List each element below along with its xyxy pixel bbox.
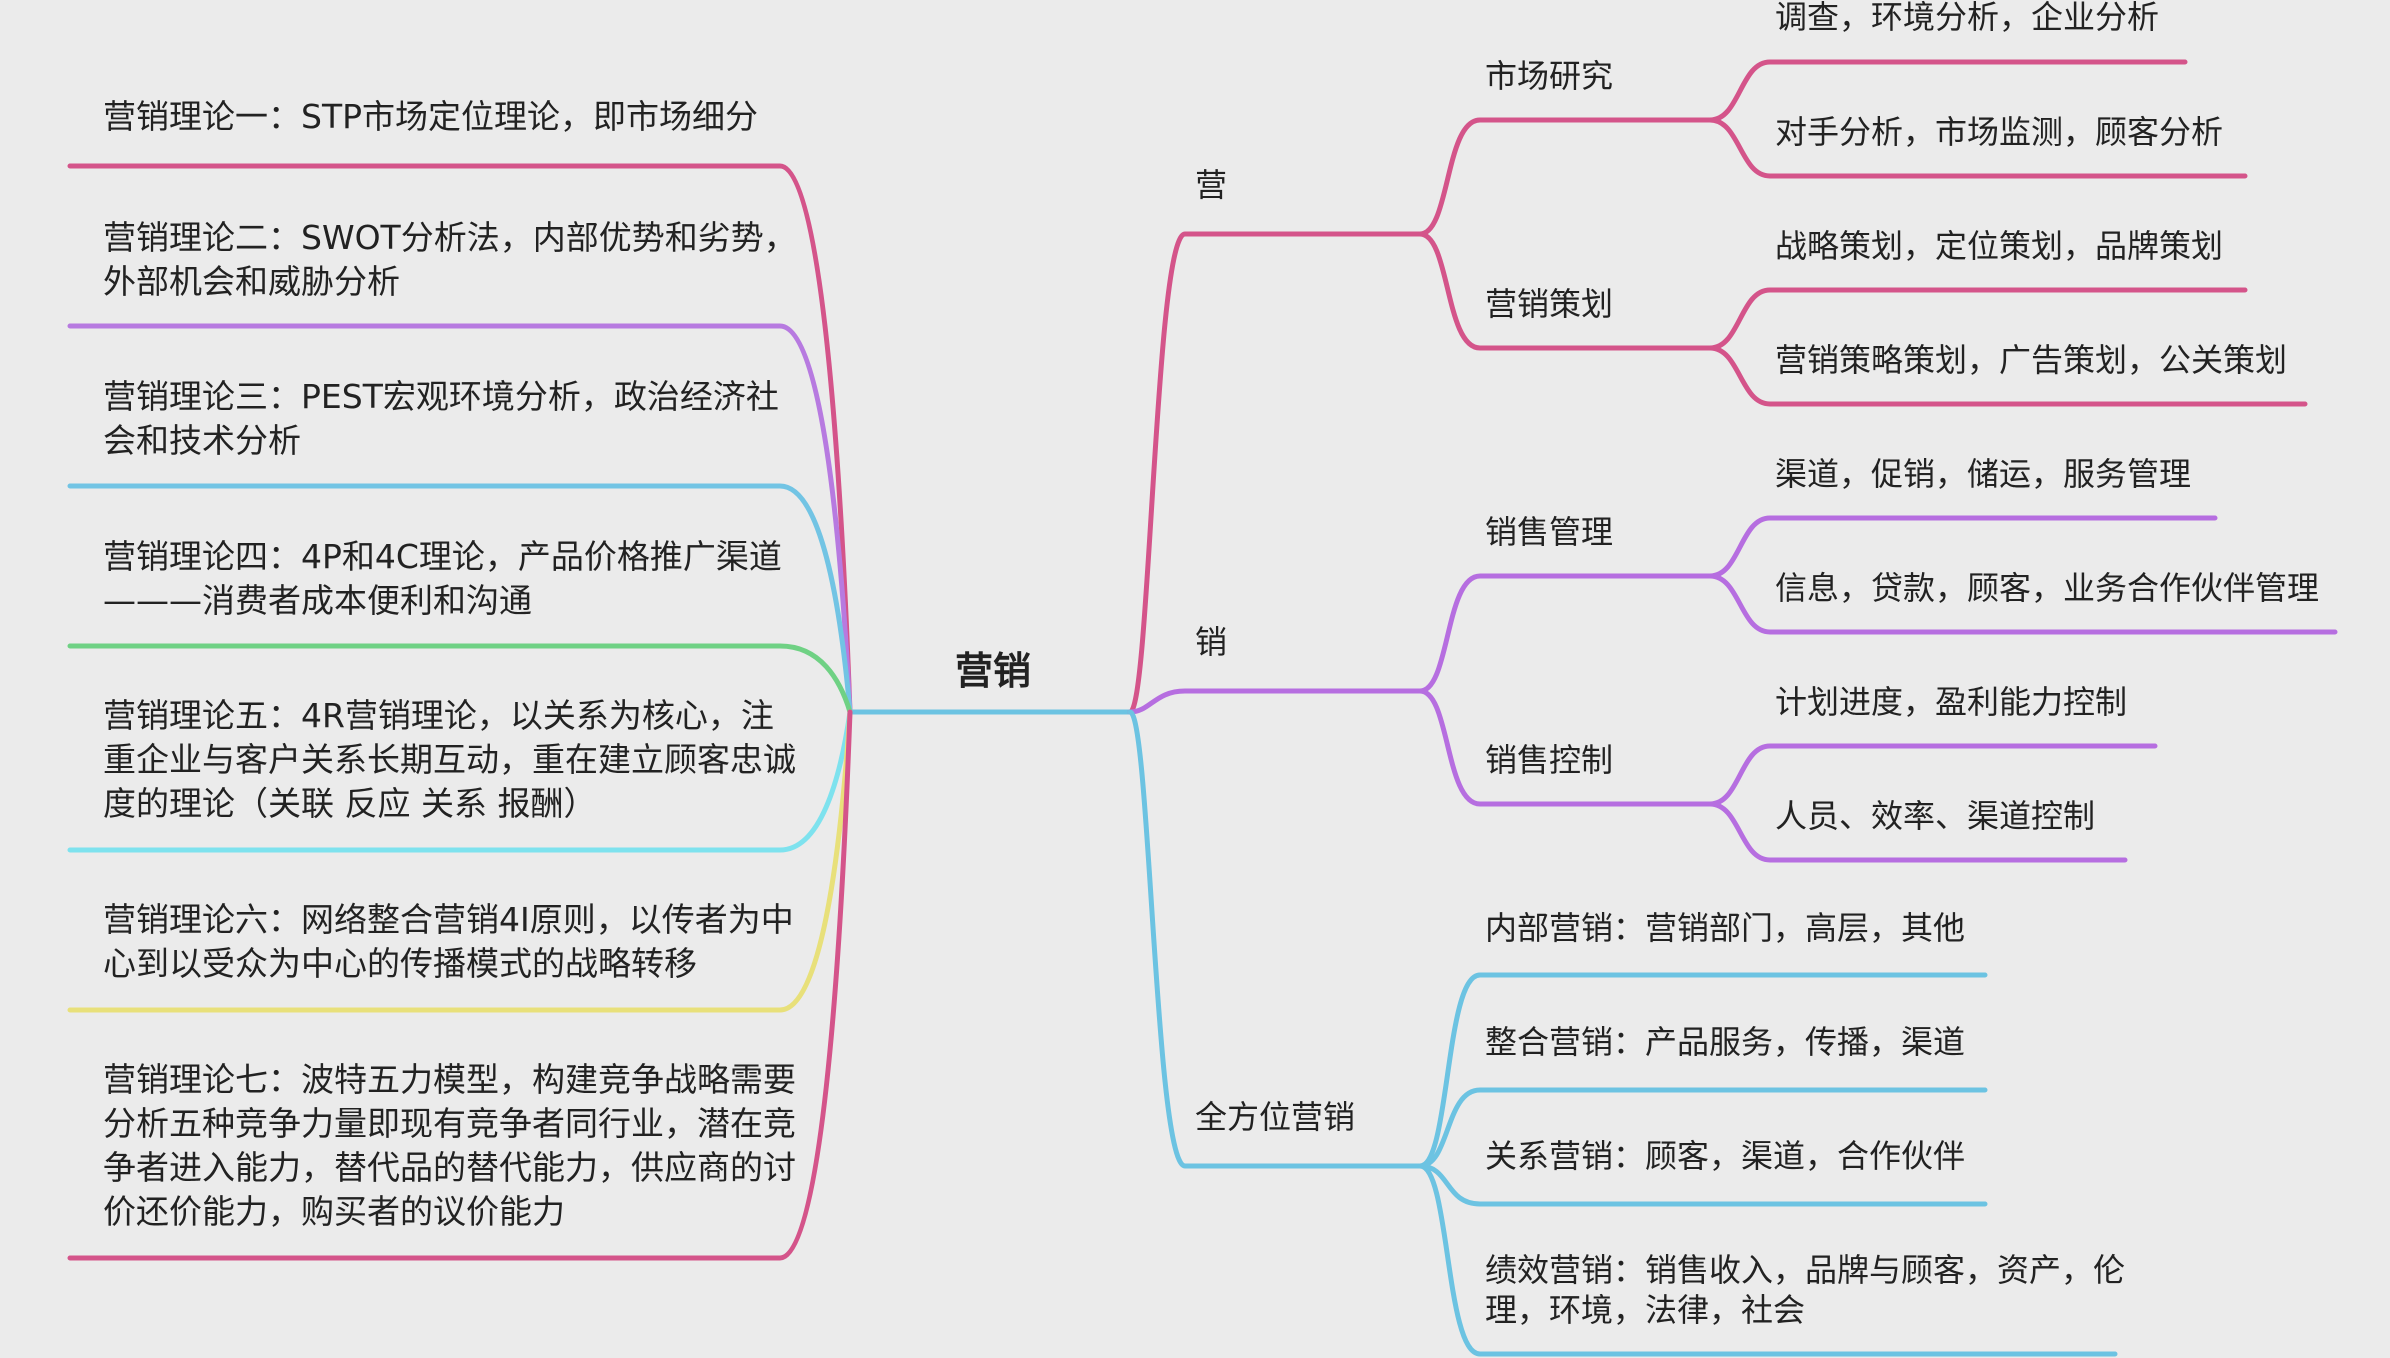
theory-connector — [67, 709, 853, 853]
theory-5[interactable]: 营销理论五：4R营销理论，以关系为核心，注重企业与客户关系长期互动，重在建立顾客… — [103, 696, 796, 823]
sub-marketing-planning[interactable]: 营销策划 — [1485, 285, 1614, 323]
sub-sales-management[interactable]: 销售管理 — [1485, 513, 1614, 551]
sub-connector — [1417, 1163, 2118, 1357]
theory-1[interactable]: 营销理论一：STP市场定位理论，即市场细分 — [103, 97, 759, 136]
theory-connector — [67, 483, 853, 715]
sub-connector — [1417, 117, 1713, 237]
leaf-management-2[interactable]: 信息，贷款，顾客，业务合作伙伴管理 — [1775, 569, 2320, 607]
sub-sales-control[interactable]: 销售控制 — [1485, 741, 1614, 779]
leaf-connector — [1707, 743, 2158, 807]
sub-relationship-marketing[interactable]: 关系营销：顾客，渠道，合作伙伴 — [1485, 1137, 1966, 1175]
leaf-connector — [1707, 117, 2248, 179]
sub-integrated-marketing[interactable]: 整合营销：产品服务，传播，渠道 — [1485, 1023, 1966, 1061]
branch-xiao[interactable]: 销 — [1195, 623, 1228, 661]
branch-connector — [1127, 231, 1423, 715]
sub-performance-marketing[interactable]: 绩效营销：销售收入，品牌与顾客，资产，伦理，环境，法律，社会 — [1485, 1251, 2126, 1329]
theory-7[interactable]: 营销理论七：波特五力模型，构建竞争战略需要分析五种竞争力量即现有竞争者同行业，潜… — [103, 1060, 796, 1231]
sub-market-research[interactable]: 市场研究 — [1485, 57, 1614, 95]
theory-6[interactable]: 营销理论六：网络整合营销4I原则，以传者为中心到以受众为中心的传播模式的战略转移 — [103, 900, 794, 983]
leaf-planning-1[interactable]: 战略策划，定位策划，品牌策划 — [1775, 227, 2224, 265]
sub-connector — [1417, 1087, 1988, 1169]
theory-connector — [67, 643, 853, 715]
branch-ying[interactable]: 营 — [1195, 166, 1228, 204]
leaf-management-1[interactable]: 渠道，促销，储运，服务管理 — [1775, 455, 2192, 493]
theory-4[interactable]: 营销理论四：4P和4C理论，产品价格推广渠道———消费者成本便利和沟通 — [103, 537, 782, 620]
leaf-control-2[interactable]: 人员、效率、渠道控制 — [1775, 797, 2096, 835]
leaf-research-2[interactable]: 对手分析，市场监测，顾客分析 — [1775, 113, 2224, 151]
leaf-connector — [1707, 59, 2188, 123]
leaf-connector — [1707, 287, 2248, 351]
leaf-research-1[interactable]: 调查，环境分析，企业分析 — [1775, 0, 2160, 36]
theory-connector — [67, 709, 853, 1261]
leaf-connector — [1707, 515, 2218, 579]
sub-connector — [1417, 688, 1713, 807]
leaf-connector — [1707, 345, 2308, 407]
theory-2[interactable]: 营销理论二：SWOT分析法，内部优势和劣势，外部机会和威胁分析 — [103, 218, 797, 301]
theory-connector — [67, 163, 853, 715]
branch-connector — [1127, 688, 1423, 715]
leaf-planning-2[interactable]: 营销策略策划，广告策划，公关策划 — [1775, 341, 2288, 379]
leaf-connector — [1707, 573, 2338, 635]
theory-3[interactable]: 营销理论三：PEST宏观环境分析，政治经济社会和技术分析 — [103, 377, 779, 460]
theory-connector — [67, 323, 853, 715]
sub-internal-marketing[interactable]: 内部营销：营销部门，高层，其他 — [1485, 909, 1966, 947]
leaf-connector — [1707, 801, 2128, 863]
sub-connector — [1417, 972, 1988, 1169]
branch-connector — [1127, 709, 1423, 1169]
central-topic[interactable]: 营销 — [955, 649, 1032, 693]
sub-connector — [1417, 231, 1713, 351]
sub-connector — [1417, 1163, 1988, 1207]
branch-quanfangwei[interactable]: 全方位营销 — [1195, 1098, 1356, 1136]
sub-connector — [1417, 573, 1713, 694]
leaf-control-1[interactable]: 计划进度，盈利能力控制 — [1775, 683, 2128, 721]
